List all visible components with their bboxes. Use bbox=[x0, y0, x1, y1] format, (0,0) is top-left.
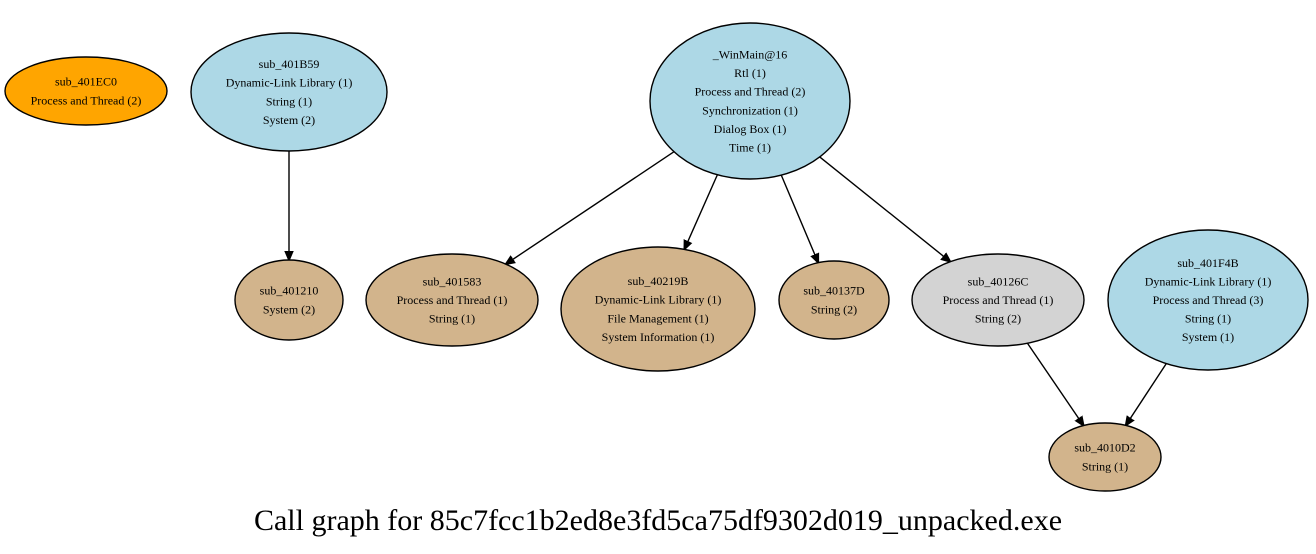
node-ellipse bbox=[1107, 229, 1309, 371]
node-category-label: Dynamic-Link Library (1) bbox=[1145, 274, 1272, 288]
graph-node: sub_401F4B Dynamic-Link Library (1) Proces… bbox=[1107, 229, 1309, 371]
node-ellipse bbox=[649, 22, 851, 180]
edge-n8-to-n9 bbox=[1126, 363, 1167, 426]
node-function-name: sub_401210 bbox=[260, 284, 319, 298]
graph-caption: Call graph for 85c7fcc1b2ed8e3fd5ca75df9… bbox=[254, 504, 1062, 537]
graph-node: sub_40126C Process and Thread (1) String (… bbox=[911, 253, 1085, 347]
node-category-label: Process and Thread (2) bbox=[695, 85, 806, 99]
edge-n2-to-n6 bbox=[780, 174, 818, 263]
node-category-label: Process and Thread (1) bbox=[397, 293, 508, 307]
node-ellipse bbox=[365, 253, 539, 347]
node-function-name: sub_401B59 bbox=[259, 57, 320, 71]
node-category-label: String (2) bbox=[811, 302, 857, 316]
node-function-name: sub_401583 bbox=[423, 274, 482, 288]
node-category-label: String (1) bbox=[429, 312, 475, 326]
node-category-label: Process and Thread (3) bbox=[1153, 293, 1264, 307]
node-category-label: String (1) bbox=[1185, 312, 1231, 326]
node-category-label: String (2) bbox=[975, 312, 1021, 326]
node-function-name: sub_401F4B bbox=[1177, 256, 1238, 270]
node-category-label: System (1) bbox=[1182, 330, 1234, 344]
node-category-label: Synchronization (1) bbox=[702, 103, 798, 117]
node-ellipse bbox=[778, 260, 890, 340]
edge-n2-to-n7 bbox=[819, 156, 951, 262]
node-function-name: sub_4010D2 bbox=[1074, 441, 1135, 455]
edge-n2-to-n5 bbox=[684, 174, 719, 250]
node-category-label: Dynamic-Link Library (1) bbox=[226, 76, 353, 90]
node-category-label: System (2) bbox=[263, 302, 315, 316]
node-ellipse bbox=[1048, 422, 1162, 492]
node-ellipse bbox=[234, 259, 344, 341]
node-category-label: String (1) bbox=[266, 94, 312, 108]
node-ellipse bbox=[190, 32, 388, 152]
node-function-name: sub_401EC0 bbox=[55, 75, 117, 89]
edge-n2-to-n4 bbox=[506, 151, 675, 264]
node-category-label: System (2) bbox=[263, 113, 315, 127]
edges-layer bbox=[289, 151, 1167, 426]
node-category-label: Time (1) bbox=[729, 141, 771, 155]
node-ellipse bbox=[911, 253, 1085, 347]
node-category-label: File Management (1) bbox=[607, 311, 708, 325]
node-category-label: String (1) bbox=[1082, 459, 1128, 473]
graph-node: sub_40219B Dynamic-Link Library (1) File M… bbox=[560, 246, 756, 372]
node-category-label: Rtl (1) bbox=[734, 66, 766, 80]
node-category-label: System Information (1) bbox=[602, 330, 715, 344]
edge-n7-to-n9 bbox=[1026, 342, 1083, 425]
graph-node: sub_40137D String (2) bbox=[778, 260, 890, 340]
node-ellipse bbox=[4, 56, 168, 126]
node-category-label: Process and Thread (2) bbox=[31, 93, 142, 107]
node-function-name: sub_40137D bbox=[803, 284, 865, 298]
node-function-name: sub_40219B bbox=[628, 274, 689, 288]
node-category-label: Process and Thread (1) bbox=[943, 293, 1054, 307]
node-category-label: Dialog Box (1) bbox=[714, 122, 787, 136]
node-ellipse bbox=[560, 246, 756, 372]
node-function-name: sub_40126C bbox=[968, 274, 1029, 288]
node-function-name: _WinMain@16 bbox=[712, 48, 788, 62]
node-category-label: Dynamic-Link Library (1) bbox=[595, 293, 722, 307]
